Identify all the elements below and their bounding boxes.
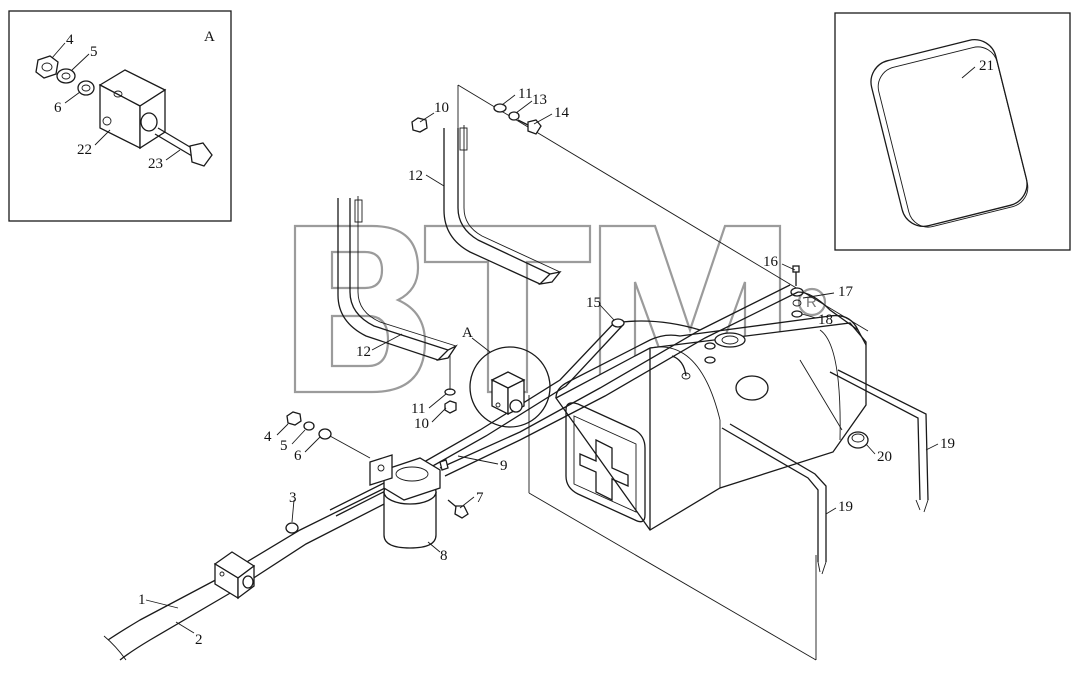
- washer-11-upper-icon: [493, 103, 507, 113]
- callout-11-upper: 11: [518, 86, 532, 102]
- tank-bracket-upper: [443, 125, 562, 285]
- washer-13-icon: [508, 111, 520, 121]
- callout-16: 16: [763, 254, 779, 270]
- line-clamp-block: [213, 551, 256, 600]
- callout-13: 13: [532, 92, 547, 108]
- callout-18: 18: [818, 312, 833, 328]
- nut-10-upper-icon: [411, 117, 428, 133]
- callout-6: 6: [294, 448, 302, 464]
- callout-17: 17: [838, 284, 854, 300]
- callout-5: 5: [280, 438, 288, 454]
- seal-ring-icon: [870, 39, 1029, 228]
- spring-washer-icon: [77, 80, 95, 96]
- callout-leaders: [145, 94, 939, 634]
- inset-callout-23: 23: [148, 156, 163, 172]
- nut-10-lower-icon: [444, 400, 457, 414]
- tank-cross-emboss-icon: [579, 438, 629, 502]
- clamp-block-icon: [98, 69, 167, 150]
- callout-2: 2: [195, 632, 203, 648]
- grommet-15-icon: [611, 318, 625, 328]
- fuel-filter: [286, 411, 469, 549]
- washer-icon: [56, 68, 76, 84]
- fuel-lines: [103, 284, 929, 661]
- callout-9: 9: [500, 458, 508, 474]
- inset-callout-4: 4: [66, 32, 74, 48]
- callout-3: 3: [289, 490, 297, 506]
- callout-10-lower: 10: [414, 416, 429, 432]
- grommet-3-icon: [285, 522, 299, 534]
- nut-icon: [35, 55, 59, 79]
- inset-a-detail: A 4 5 6 22 2: [8, 10, 232, 222]
- nut-4-icon: [286, 411, 302, 426]
- callout-numbers: 1 2 3 4 5 6 7 8 9 10 10 11 11 13 14 12 1…: [138, 86, 955, 648]
- view-a-detail-circle: A: [462, 325, 551, 428]
- callout-8: 8: [440, 548, 448, 564]
- inset-callout-6: 6: [54, 100, 62, 116]
- callout-11-lower: 11: [411, 401, 425, 417]
- callout-7: 7: [476, 490, 484, 506]
- view-a-marker: A: [462, 325, 473, 341]
- callout-4: 4: [264, 429, 272, 445]
- inset-a-title: A: [204, 29, 215, 45]
- inset-callout-5: 5: [90, 44, 98, 60]
- washer-6-icon: [318, 428, 332, 440]
- bolt-14-icon: [517, 119, 542, 135]
- fuel-tank: [457, 84, 869, 661]
- callout-20: 20: [877, 449, 892, 465]
- callout-1: 1: [138, 592, 146, 608]
- inset-seal-detail: 21: [834, 12, 1071, 251]
- callout-19-right: 19: [940, 436, 955, 452]
- callout-15: 15: [586, 295, 601, 311]
- inset-callout-22: 22: [77, 142, 92, 158]
- washer-18-icon: [791, 310, 803, 318]
- tank-filler-neck: [714, 332, 746, 348]
- tank-bracket-lower: [337, 196, 458, 362]
- tank-cap-20: [799, 359, 869, 449]
- watermark-registered: R: [806, 294, 817, 311]
- callout-19-lower: 19: [838, 499, 853, 515]
- callout-12-lower: 12: [356, 344, 371, 360]
- bolt-icon: [154, 127, 213, 167]
- mounting-hardware: [411, 103, 804, 414]
- callout-14: 14: [554, 105, 570, 121]
- callout-21: 21: [979, 58, 994, 74]
- callout-12-upper: 12: [408, 168, 423, 184]
- callout-10-upper: 10: [434, 100, 449, 116]
- bolt-7-icon: [447, 499, 469, 519]
- washer-5-icon: [303, 421, 315, 431]
